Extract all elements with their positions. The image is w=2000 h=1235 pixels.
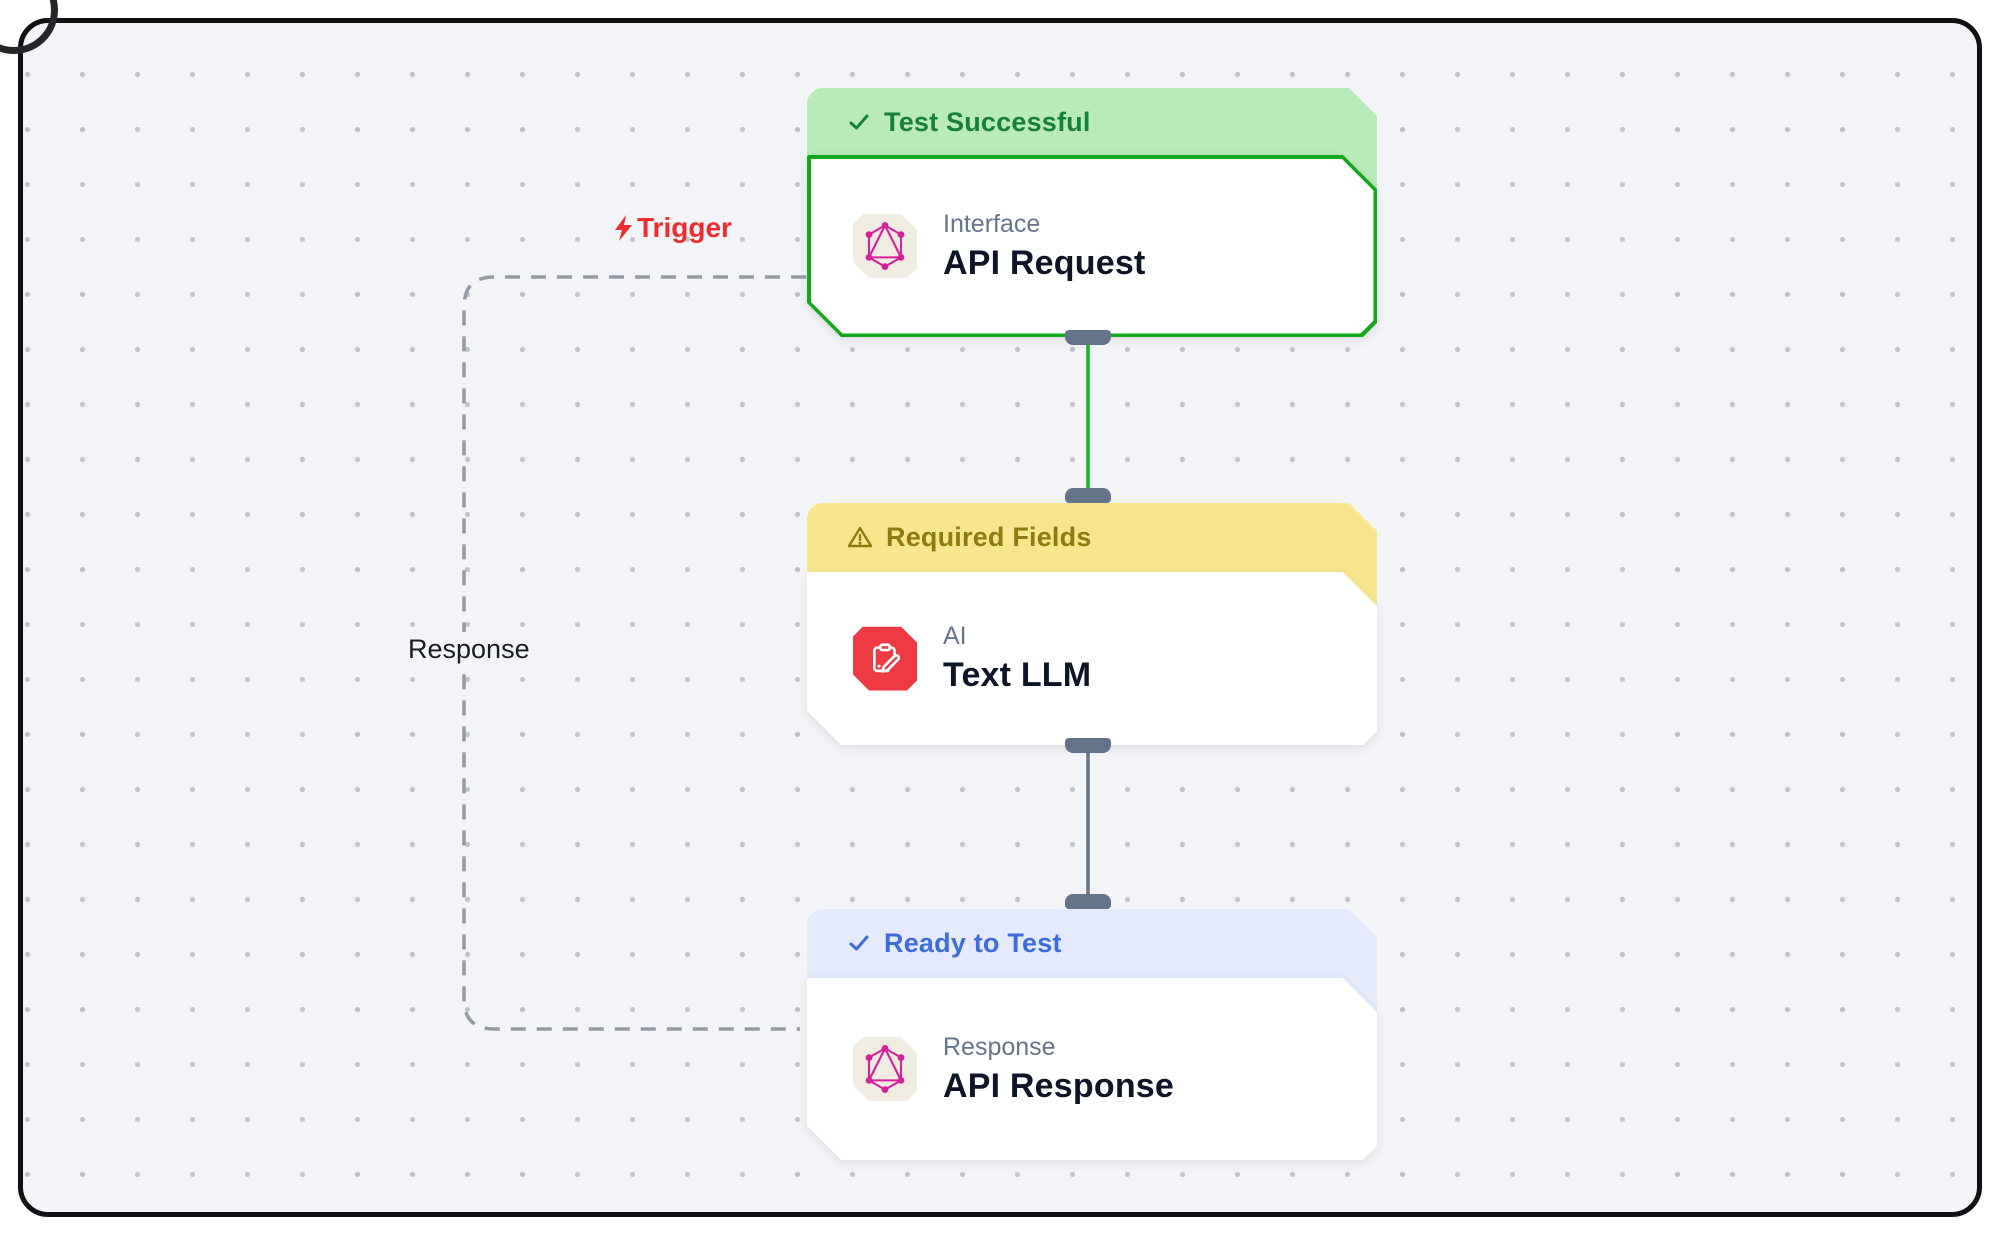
trigger-label: Trigger — [612, 212, 732, 244]
status-text: Required Fields — [886, 521, 1092, 552]
node-text-llm[interactable]: AI Text LLM — [807, 572, 1377, 745]
handle-text-llm-output[interactable] — [1065, 738, 1111, 753]
graphql-icon — [853, 1037, 917, 1101]
check-icon — [847, 931, 871, 955]
node-api-request[interactable]: Interface API Request — [807, 155, 1377, 337]
node-title: Text LLM — [943, 656, 1092, 694]
graphql-icon — [853, 214, 917, 278]
node-category: Interface — [943, 209, 1041, 238]
node-api-response[interactable]: Response API Response — [807, 978, 1377, 1160]
handle-api-request-output[interactable] — [1065, 330, 1111, 345]
lightning-bolt-icon — [615, 215, 632, 241]
response-edge-label: Response — [398, 632, 540, 667]
status-text: Test Successful — [884, 106, 1091, 137]
corner-decoration — [0, 0, 58, 54]
warning-icon — [847, 525, 873, 549]
handle-text-llm-input[interactable] — [1065, 488, 1111, 503]
handle-api-response-input[interactable] — [1065, 894, 1111, 909]
status-text: Ready to Test — [884, 927, 1062, 958]
check-icon — [847, 110, 871, 134]
node-category: AI — [943, 622, 967, 650]
node-category: Response — [943, 1032, 1056, 1061]
node-title: API Response — [943, 1066, 1175, 1105]
clipboard-edit-icon — [853, 627, 917, 691]
node-title: API Request — [943, 243, 1146, 282]
